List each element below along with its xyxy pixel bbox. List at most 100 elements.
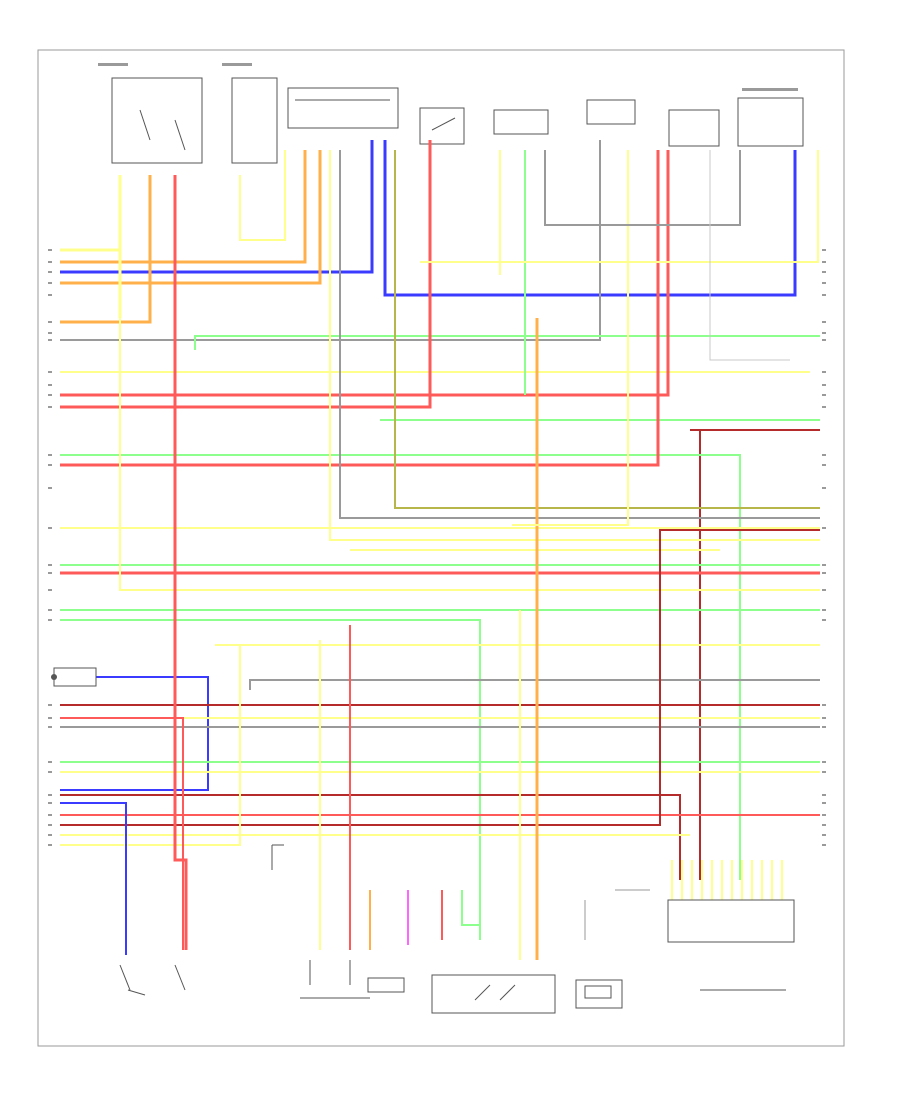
terminal-tick: [48, 564, 52, 566]
oxygen-sensor: [575, 979, 623, 1009]
terminal-tick: [822, 394, 826, 396]
terminal-tick: [48, 814, 52, 816]
wire-olive: [394, 150, 820, 509]
terminal-tick: [822, 704, 826, 706]
clutch-pedal-switch: [419, 107, 465, 145]
wire-red: [60, 150, 670, 397]
terminal-tick: [822, 339, 826, 341]
terminal-tick: [48, 794, 52, 796]
terminal-tick: [48, 572, 52, 574]
terminal-tick: [48, 249, 52, 251]
terminal-tick: [822, 844, 826, 846]
fuel-pump: [300, 960, 370, 999]
terminal-tick: [822, 384, 826, 386]
terminal-tick: [822, 261, 826, 263]
wire-red: [60, 717, 184, 950]
ignition-switch-2: [222, 63, 278, 164]
wire-yellow: [239, 150, 286, 241]
diagram-frame: [37, 49, 845, 1047]
canister-vent-valve: [431, 974, 556, 1014]
wire-yellow: [60, 175, 122, 252]
wire-yellow: [329, 150, 820, 541]
terminal-tick: [48, 704, 52, 706]
wire-gray: [544, 150, 741, 226]
terminal-tick: [822, 761, 826, 763]
wire-green: [194, 335, 820, 350]
terminal-tick: [48, 824, 52, 826]
terminal-tick: [48, 406, 52, 408]
wire-blue: [60, 802, 127, 955]
throttle-body: [668, 109, 720, 147]
wire-red: [60, 150, 660, 467]
data-link-connector: [287, 87, 399, 129]
wire-green: [60, 454, 741, 880]
knock-sensor: [271, 844, 284, 870]
wire-yellow: [60, 645, 241, 846]
wire-blue: [383, 140, 797, 297]
terminal-tick: [822, 771, 826, 773]
terminal-tick: [822, 564, 826, 566]
terminal-tick: [48, 454, 52, 456]
terminal-tick: [822, 294, 826, 296]
terminal-tick: [48, 321, 52, 323]
wire-yellow: [420, 150, 819, 263]
ignition-switch-1: [98, 63, 203, 164]
terminal-tick: [48, 271, 52, 273]
engine-harness-connector: [667, 899, 795, 991]
terminal-tick: [822, 619, 826, 621]
terminal-tick: [822, 527, 826, 529]
wire-dark_red: [60, 529, 820, 826]
transmission-range-sensor-1: [119, 964, 146, 996]
wire-green: [60, 619, 481, 940]
terminal-tick: [822, 454, 826, 456]
terminal-tick: [822, 282, 826, 284]
terminal-tick: [822, 271, 826, 273]
terminal-tick: [48, 394, 52, 396]
terminal-tick: [822, 824, 826, 826]
terminal-tick: [822, 726, 826, 728]
terminal-tick: [48, 844, 52, 846]
terminal-tick: [48, 261, 52, 263]
terminal-tick: [48, 609, 52, 611]
wire-gray: [249, 679, 820, 690]
terminal-tick: [822, 802, 826, 804]
terminal-tick: [822, 814, 826, 816]
terminal-tick: [822, 589, 826, 591]
wire-red: [173, 175, 188, 950]
terminal-tick: [822, 572, 826, 574]
wire-yellow: [119, 250, 820, 591]
transmission-range-sensor-2: [174, 964, 186, 991]
terminal-tick: [48, 371, 52, 373]
terminal-tick: [48, 619, 52, 621]
terminal-tick: [48, 294, 52, 296]
terminal-tick: [822, 717, 826, 719]
terminal-tick: [48, 761, 52, 763]
terminal-tick: [822, 332, 826, 334]
wire-layer: [60, 140, 820, 960]
wire-dark_red: [690, 429, 820, 880]
terminal-tick: [48, 527, 52, 529]
terminal-tick: [822, 464, 826, 466]
terminal-tick: [48, 464, 52, 466]
terminal-tick: [48, 487, 52, 489]
transmission-control-connector: [51, 667, 97, 687]
terminal-tick: [48, 282, 52, 284]
terminal-tick: [822, 371, 826, 373]
terminal-tick: [48, 834, 52, 836]
terminal-tick: [822, 249, 826, 251]
terminal-tick: [822, 609, 826, 611]
combination-meter: [493, 109, 549, 135]
wire-yellow: [512, 150, 629, 526]
terminal-tick: [48, 384, 52, 386]
wire-red: [60, 140, 432, 409]
terminal-tick: [48, 771, 52, 773]
terminal-tick: [822, 834, 826, 836]
terminal-tick: [822, 321, 826, 323]
wire-green: [461, 890, 480, 926]
wire-blue: [60, 676, 209, 791]
wire-blue: [60, 140, 374, 274]
terminal-tick: [822, 794, 826, 796]
brake-switch: [586, 99, 636, 125]
wire-gray: [60, 140, 601, 341]
